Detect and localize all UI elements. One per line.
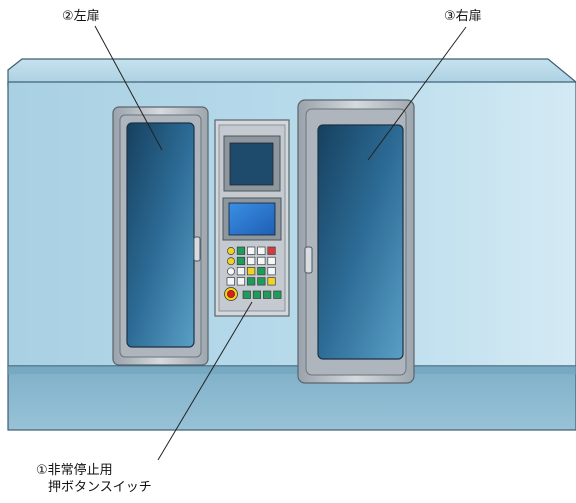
keypad-key	[263, 290, 272, 299]
keypad-key	[236, 246, 246, 255]
keypad-key	[257, 277, 266, 286]
keypad-key	[247, 246, 256, 255]
keypad-key	[267, 246, 276, 255]
keypad-key	[257, 246, 266, 255]
left-door-label: ②左扉	[62, 9, 100, 24]
keypad	[226, 246, 282, 299]
left-door	[112, 106, 209, 366]
left-door-window	[126, 122, 195, 348]
cabinet-body	[7, 81, 576, 367]
keypad-key	[227, 247, 235, 255]
control-panel	[214, 119, 290, 317]
right-door-label: ③右扉	[444, 9, 482, 24]
keypad-key	[236, 256, 246, 266]
estop-label-line1: ①非常停止用	[36, 463, 113, 478]
keypad-key	[247, 277, 256, 286]
keypad-key	[257, 256, 266, 266]
right-door	[297, 99, 415, 384]
keypad-key	[257, 267, 266, 276]
keypad-key	[226, 277, 235, 286]
keypad-key	[236, 267, 246, 276]
estop-leader-line	[157, 301, 253, 461]
keypad-key	[242, 290, 251, 299]
keypad-key	[267, 256, 276, 266]
keypad-key	[236, 277, 246, 286]
right-door-window	[317, 124, 404, 360]
keypad-key	[227, 267, 235, 276]
left-door-leader-line	[94, 25, 163, 151]
left-door-handle	[193, 236, 201, 262]
estop-label-line2: 押ボタンスイッチ	[48, 480, 152, 495]
keypad-key	[247, 256, 256, 266]
keypad-key	[267, 277, 276, 286]
right-door-handle	[304, 246, 313, 274]
right-door-leader-line	[367, 26, 467, 161]
keypad-key	[247, 267, 256, 276]
operation-screen	[228, 202, 276, 236]
keypad-key	[252, 290, 262, 299]
keypad-key	[227, 257, 235, 266]
upper-monitor-screen	[229, 142, 274, 186]
cabinet-base	[7, 365, 576, 431]
keypad-key	[267, 267, 276, 276]
keypad-key	[273, 290, 282, 299]
